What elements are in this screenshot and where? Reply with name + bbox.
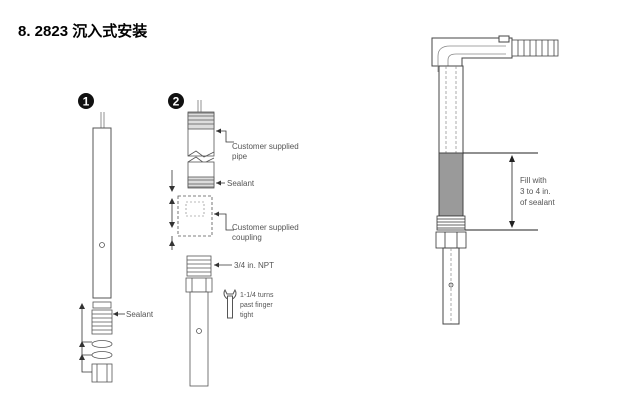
fill-label-line3: of sealant xyxy=(520,198,555,207)
fill-label-line2: 3 to 4 in. xyxy=(520,187,551,196)
sealant-fill-region xyxy=(438,152,464,217)
customer-coupling xyxy=(177,195,213,237)
turns-label-line2: past finger xyxy=(240,302,273,309)
step-2-badge xyxy=(168,93,184,109)
customer-pipe xyxy=(187,111,215,189)
turns-label-line3: tight xyxy=(240,312,253,319)
sealant-label-step1: Sealant xyxy=(126,310,154,319)
thread-section xyxy=(435,215,467,249)
page-title: 8. 2823 沉入式安装 xyxy=(18,23,148,40)
coupling-label-line2: coupling xyxy=(232,233,262,242)
flexible-conduit xyxy=(511,39,559,57)
sealant-label-step2: Sealant xyxy=(227,179,255,188)
step-2-illustration: 2 xyxy=(168,93,299,387)
fill-label-line1: Fill with xyxy=(520,176,547,185)
customer-pipe-label-line1: Customer supplied xyxy=(232,142,299,151)
elbow-sensor-illustration: Fill with 3 to 4 in. of sealant xyxy=(431,35,559,325)
sensor-body xyxy=(92,127,112,299)
npt-thread xyxy=(185,255,213,293)
coupling-label-line1: Customer supplied xyxy=(232,223,299,232)
customer-pipe-label-line2: pipe xyxy=(232,152,248,161)
npt-label: 3/4 in. NPT xyxy=(234,261,274,270)
step-1-number: 1 xyxy=(83,95,90,109)
step-1-illustration: 1 xyxy=(78,93,154,383)
step-2-number: 2 xyxy=(173,95,180,109)
elbow-head xyxy=(431,35,513,72)
step-1-badge xyxy=(78,93,94,109)
step-1-fitting xyxy=(91,301,113,383)
turns-label-line1: 1-1/4 turns xyxy=(240,292,274,299)
wrench-icon xyxy=(223,289,237,319)
